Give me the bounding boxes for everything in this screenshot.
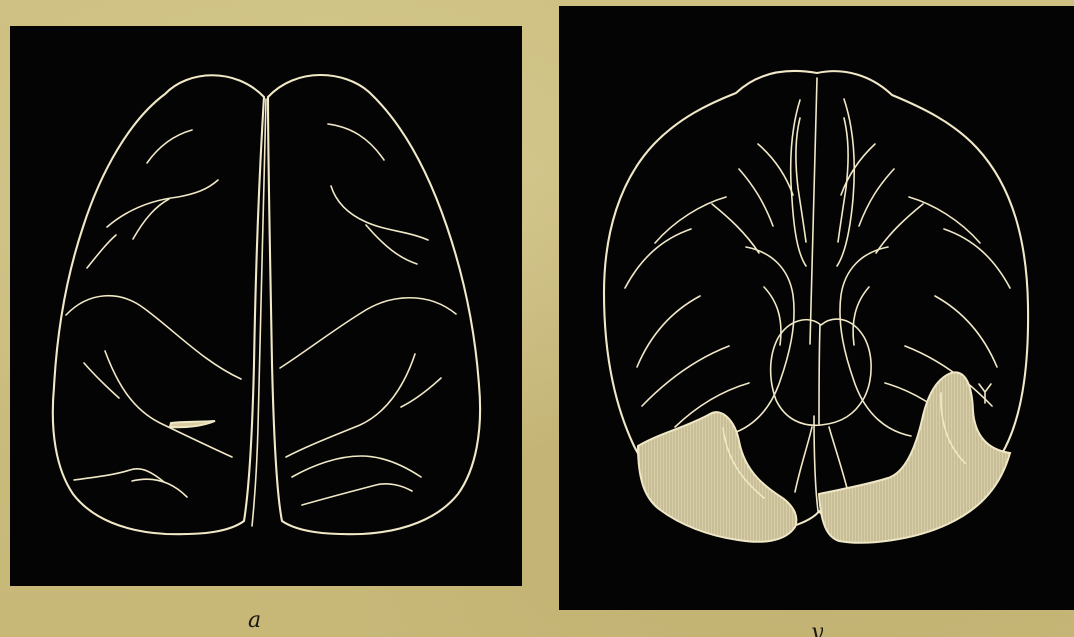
right-central-sulcus [280,298,456,368]
right-shaded-region [819,372,1010,542]
olfactory-bulb-right-inner [838,118,848,242]
left-temporal-sulcus-3 [132,479,187,497]
right-lateral-fold-1 [944,229,1010,288]
right-temporal-sulcus-2 [401,378,441,407]
left-temporal-contour [723,247,794,436]
brainstem-outline [771,319,872,425]
brain-outline [53,75,264,534]
right-frontal-sulcus-2 [366,225,417,264]
right-lateral-fold-2 [935,296,997,367]
brainstem-lower-right [829,427,848,492]
center-vertical-line-1 [810,78,817,344]
right-y-mark [979,384,991,403]
left-frontal-sulcus-4 [87,235,116,268]
left-frontal-sulcus-3 [147,130,192,163]
brainstem-lower-left [795,427,812,492]
left-frontal-fold-3 [712,204,759,253]
right-lower-sulcus [292,456,421,477]
left-frontal-fold-2 [739,169,773,226]
right-frontal-sulcus-3 [328,124,384,160]
brain-outline-right [268,75,480,534]
right-temporal-sulcus-3 [302,484,412,505]
right-frontal-fold-3 [876,204,923,253]
caption-left: a [248,610,261,632]
right-temporal-sulcus-1 [286,354,415,457]
right-frontal-sulcus-1 [331,186,428,240]
left-frontal-sulcus-2 [133,199,169,239]
center-vertical-line-2 [814,416,818,511]
right-frontal-fold-4 [909,197,980,243]
left-lateral-fold-2 [637,296,700,367]
right-frontal-fold-2 [859,169,894,226]
left-temporal-sulcus-1 [105,351,232,457]
left-white-mark [170,421,215,427]
brain-figure-a [10,26,522,586]
brain-top-view-illustration [10,26,522,586]
brainstem-midline [819,325,820,424]
caption-right: y [811,622,823,637]
brain-bottom-view-illustration [559,6,1074,610]
left-temporal-sulcus-2 [84,363,119,398]
olfactory-bulb-left-inner [796,118,806,242]
left-lateral-fold-1 [625,229,691,288]
left-central-sulcus [66,296,241,379]
left-frontal-fold-1 [758,144,793,195]
right-temporal-contour [840,247,911,436]
left-shaded-region [638,412,796,542]
left-frontal-fold-4 [655,197,726,243]
right-basal-contour [853,287,869,345]
brain-figure-b [559,6,1074,610]
